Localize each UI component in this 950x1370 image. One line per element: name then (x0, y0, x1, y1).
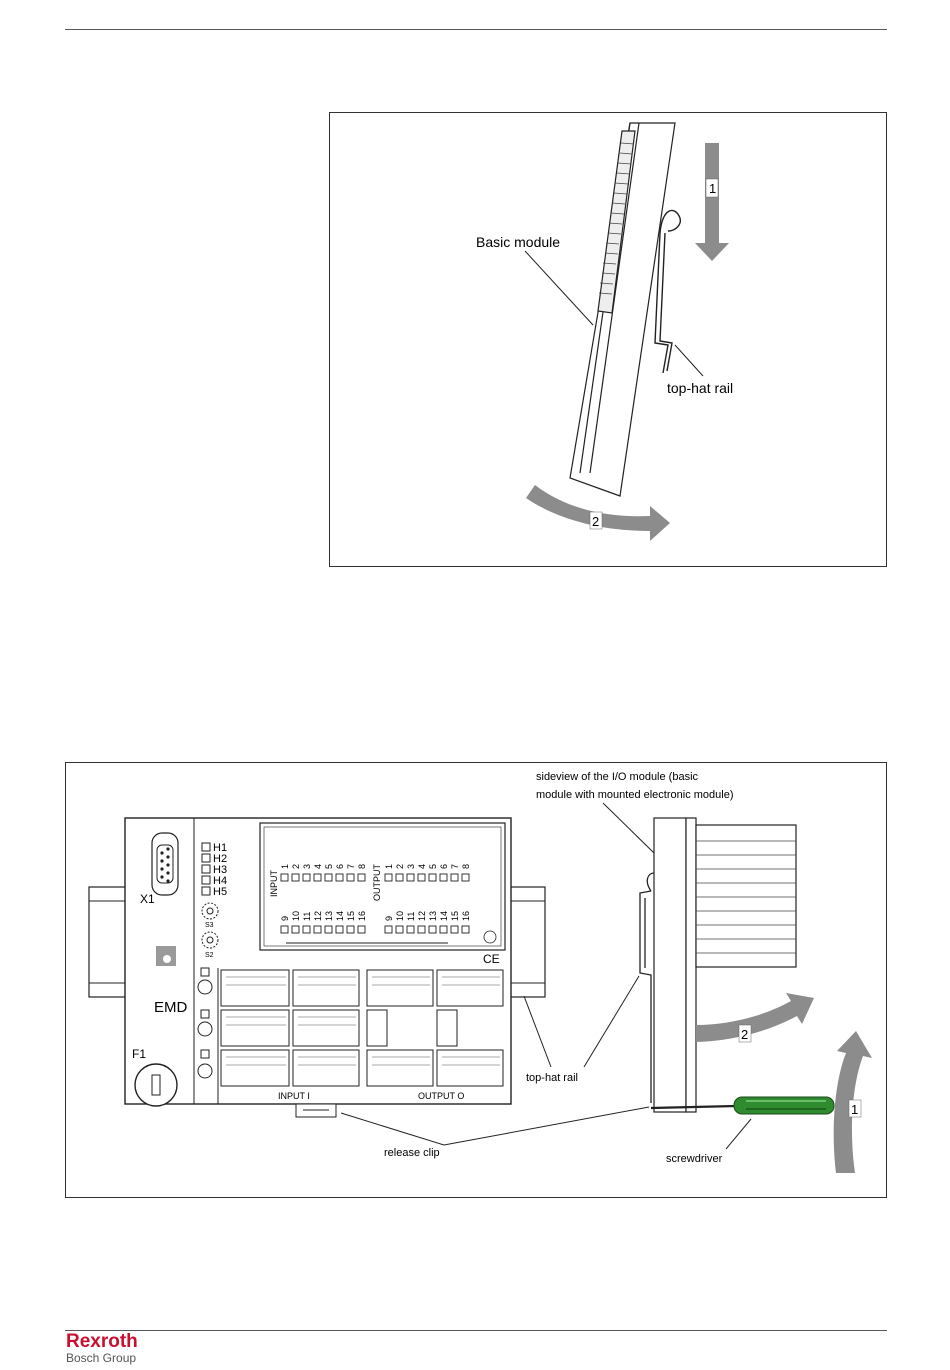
led-indicators (201, 842, 211, 896)
input-channel-leds (280, 873, 366, 934)
out-ch-15: 15 (450, 911, 460, 921)
bosch-group-label: Bosch Group (66, 1351, 137, 1365)
led-h1-label: H1 (213, 842, 227, 854)
out-ch-1: 1 (384, 864, 394, 869)
in-ch-15: 15 (346, 911, 356, 921)
output-caption: OUTPUT (372, 864, 382, 902)
switch-s2-label: S2 (205, 952, 214, 959)
rexroth-logo: Rexroth (66, 1331, 138, 1352)
in-ch-16: 16 (357, 911, 367, 921)
rotary-switch-s3-icon (201, 902, 219, 920)
connector-x1-label: X1 (140, 892, 155, 906)
arrow-2-number: 2 (592, 514, 599, 529)
in-ch-4: 4 (313, 864, 323, 869)
basic-module-leader (524, 250, 594, 326)
screwdriver-icon (650, 1096, 835, 1115)
side-reset-buttons (197, 967, 213, 1079)
out-ch-3: 3 (406, 864, 416, 869)
rail-leader (674, 344, 704, 377)
arrow-2-number: 2 (741, 1027, 748, 1042)
in-ch-5: 5 (324, 864, 334, 869)
in-ch-14: 14 (335, 911, 345, 921)
out-ch-13: 13 (428, 911, 438, 921)
out-ch-5: 5 (428, 864, 438, 869)
led-h3-label: H3 (213, 864, 227, 876)
label-top-hat-rail: top-hat rail (667, 380, 733, 396)
header-rule (65, 29, 887, 30)
out-ch-12: 12 (417, 911, 427, 921)
io-module-sideview (653, 817, 797, 1113)
out-ch-16: 16 (461, 911, 471, 921)
certification-mark-icon (483, 930, 497, 944)
in-ch-12: 12 (313, 911, 323, 921)
in-ch-1: 1 (280, 864, 290, 869)
in-ch-10: 10 (291, 911, 301, 921)
top-hat-rail-drawing (654, 209, 682, 374)
mounting-diagram: 1 2 Basic module top-hat rail (476, 122, 733, 541)
led-h4-label: H4 (213, 875, 227, 887)
sideview-fins (696, 840, 796, 954)
sideview-rail (639, 872, 655, 1103)
out-ch-2: 2 (395, 864, 405, 869)
in-ch-7: 7 (346, 864, 356, 869)
figure-mounting: 1 2 Basic module top-hat rail (329, 112, 887, 567)
in-ch-13: 13 (324, 911, 334, 921)
in-ch-3: 3 (302, 864, 312, 869)
terminal-blocks (220, 969, 504, 1087)
terminal-input-caption: INPUT I (278, 1091, 310, 1101)
leader-lines (340, 802, 752, 1150)
sub-d-connector-icon (151, 832, 179, 896)
in-ch-2: 2 (291, 864, 301, 869)
arrow-2-curved-icon (696, 993, 814, 1042)
in-ch-6: 6 (335, 864, 345, 869)
out-ch-7: 7 (450, 864, 460, 869)
output-channel-leds (384, 873, 470, 934)
device-brand: EMD (154, 999, 188, 1016)
terminal-screw-slots (226, 976, 500, 1066)
label-basic-module: Basic module (476, 234, 560, 250)
emd-logo-icon (156, 946, 176, 966)
label-top-hat-rail: top-hat rail (526, 1072, 578, 1084)
output-channel-numbers-bottom: 9 10 11 12 13 14 15 16 (384, 911, 471, 921)
led-h5-label: H5 (213, 886, 227, 898)
module-ribbing (598, 142, 635, 295)
out-ch-4: 4 (417, 864, 427, 869)
dismounting-diagram: X1 EMD F1 H1 H2 H3 H4 H5 S3 (88, 771, 872, 1173)
arrow-1-number: 1 (851, 1102, 858, 1117)
out-ch-9: 9 (384, 916, 394, 921)
ce-mark: CE (483, 952, 500, 966)
rail-left-stub (88, 886, 128, 998)
input-channel-numbers-bottom: 9 10 11 12 13 14 15 16 (280, 911, 367, 921)
label-release-clip: release clip (384, 1147, 440, 1159)
in-ch-11: 11 (302, 912, 312, 921)
out-ch-14: 14 (439, 911, 449, 921)
label-sideview-line2: module with mounted electronic module) (536, 789, 734, 801)
footer-rule (65, 1330, 887, 1331)
input-channel-numbers-top: 1 2 3 4 5 6 7 8 (280, 864, 367, 869)
fuse-f1-label: F1 (132, 1047, 146, 1061)
rotary-switch-s2-icon (201, 931, 219, 949)
fuse-icon (134, 1063, 178, 1107)
out-ch-6: 6 (439, 864, 449, 869)
rail-right-stub (509, 886, 546, 998)
out-ch-8: 8 (461, 864, 471, 869)
led-h2-label: H2 (213, 853, 227, 865)
out-ch-10: 10 (395, 911, 405, 921)
terminal-output-caption: OUTPUT O (418, 1091, 464, 1101)
out-ch-11: 11 (406, 912, 416, 921)
label-screwdriver: screwdriver (666, 1153, 723, 1165)
arrow-1-number: 1 (709, 181, 716, 196)
label-sideview-line1: sideview of the I/O module (basic (536, 771, 699, 783)
figure-dismounting: X1 EMD F1 H1 H2 H3 H4 H5 S3 (65, 762, 887, 1198)
input-caption: INPUT (269, 869, 279, 897)
basic-module-drawing (569, 122, 676, 497)
output-channel-numbers-top: 1 2 3 4 5 6 7 8 (384, 864, 471, 869)
arrow-1-down-icon (695, 143, 729, 261)
in-ch-8: 8 (357, 864, 367, 869)
in-ch-9: 9 (280, 916, 290, 921)
switch-s3-label: S3 (205, 922, 214, 929)
